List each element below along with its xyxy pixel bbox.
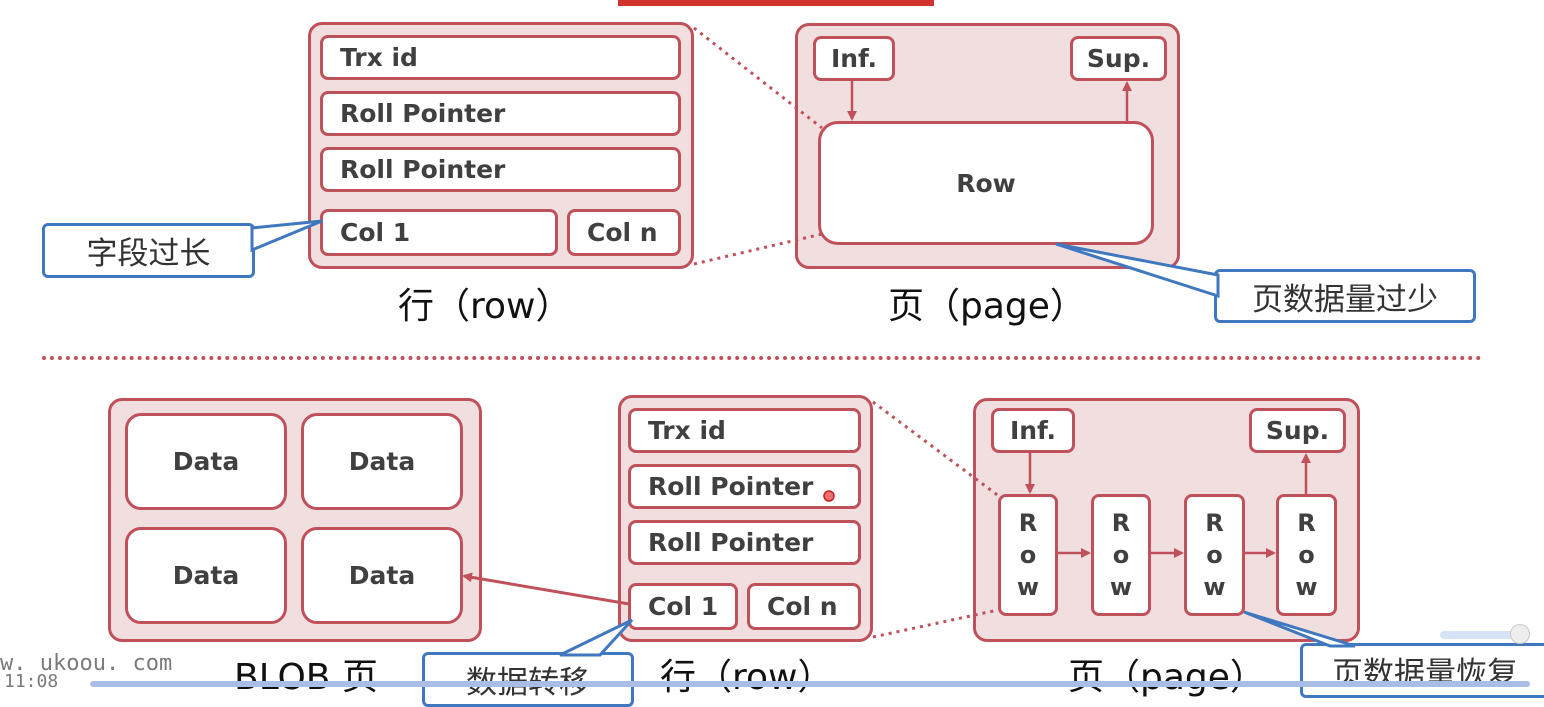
callout-leader bbox=[1055, 242, 1220, 299]
zoom-line bbox=[872, 400, 1001, 499]
callout-field-too-long: 字段过长 bbox=[42, 223, 255, 278]
row-letter: o bbox=[1298, 541, 1315, 569]
field-col-1: Col 1 bbox=[320, 209, 558, 256]
row-letter: o bbox=[1112, 541, 1130, 569]
callout-leader bbox=[1243, 610, 1356, 648]
page-row-top: Row bbox=[818, 121, 1154, 245]
field-trx-id: Trx id bbox=[320, 35, 681, 80]
row-letter: R bbox=[1205, 509, 1224, 537]
page-inf-top: Inf. bbox=[813, 36, 895, 81]
blob-data-cell: Data bbox=[301, 527, 463, 624]
row-letter: R bbox=[1111, 509, 1131, 537]
laser-pointer-dot bbox=[823, 490, 835, 502]
row-letter: R bbox=[1297, 509, 1316, 537]
zoom-line bbox=[693, 232, 823, 266]
callout-leader bbox=[250, 219, 323, 253]
callout-leader bbox=[559, 618, 634, 657]
volume-slider[interactable] bbox=[1440, 631, 1528, 639]
field-col-n: Col n bbox=[747, 583, 861, 630]
field-roll-pointer-1: Roll Pointer bbox=[628, 464, 861, 509]
row-letter: R bbox=[1018, 509, 1038, 537]
row-letter: w bbox=[1016, 573, 1040, 601]
volume-knob[interactable] bbox=[1510, 624, 1530, 644]
blob-data-cell: Data bbox=[125, 527, 287, 624]
section-divider bbox=[42, 356, 1482, 360]
page-caption-top: 页（page） bbox=[888, 286, 1086, 327]
video-time: 11:08 bbox=[4, 671, 59, 692]
zoom-line bbox=[872, 608, 999, 639]
row-caption-top: 行（row） bbox=[398, 286, 572, 327]
row-letter: w bbox=[1203, 573, 1226, 601]
connector-layer bbox=[250, 26, 1356, 657]
row-letter: o bbox=[1019, 541, 1037, 569]
row-letter: w bbox=[1109, 573, 1133, 601]
blob-data-cell: Data bbox=[301, 413, 463, 510]
page-sup-bottom: Sup. bbox=[1249, 408, 1346, 453]
field-col-n: Col n bbox=[567, 209, 681, 256]
field-roll-pointer-2: Roll Pointer bbox=[628, 520, 861, 565]
blob-data-cell: Data bbox=[125, 413, 287, 510]
video-progress-bar[interactable] bbox=[90, 681, 1530, 687]
page-inf-bottom: Inf. bbox=[991, 408, 1075, 453]
site-watermark: w. ukoou. com bbox=[0, 651, 173, 676]
field-roll-pointer-1: Roll Pointer bbox=[320, 91, 681, 136]
zoom-line bbox=[693, 26, 823, 130]
field-col-1: Col 1 bbox=[628, 583, 738, 630]
field-trx-id: Trx id bbox=[628, 408, 861, 453]
title-fragment bbox=[618, 0, 934, 6]
callout-page-data-too-little: 页数据量过少 bbox=[1214, 269, 1476, 323]
page-sup-top: Sup. bbox=[1070, 36, 1167, 81]
field-roll-pointer-2: Roll Pointer bbox=[320, 147, 681, 192]
col-to-blob-arrow bbox=[462, 572, 630, 606]
row-letter: w bbox=[1295, 573, 1318, 601]
row-letter: o bbox=[1206, 541, 1223, 569]
